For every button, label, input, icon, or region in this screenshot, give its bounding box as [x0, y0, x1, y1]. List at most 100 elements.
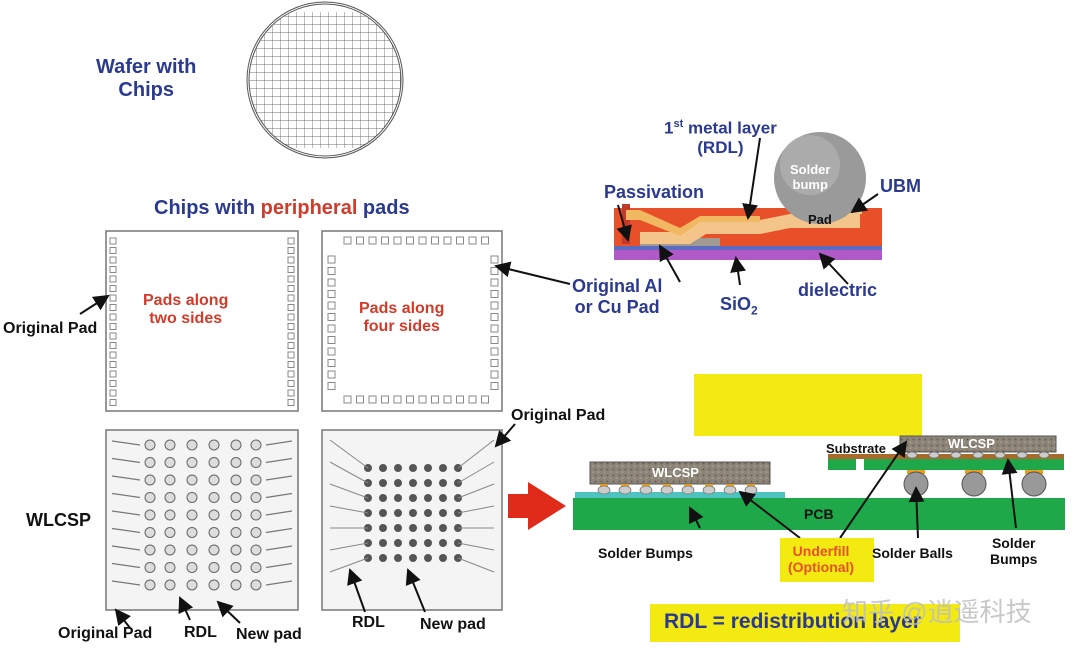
new-pad [409, 554, 417, 562]
new-pad [208, 527, 220, 538]
pad [327, 313, 336, 321]
chip-four-sides [321, 230, 503, 412]
new-pad [409, 464, 417, 472]
new-pad [394, 554, 402, 562]
new-pad [379, 539, 387, 547]
new-pad [186, 509, 198, 521]
new-pad [164, 474, 176, 486]
pad [287, 370, 295, 378]
arrow-solder-balls [908, 486, 925, 539]
caption-box [650, 604, 960, 642]
rdl-trace [111, 457, 141, 464]
rdl-trace [265, 475, 293, 481]
arrow-original-pad-left [79, 294, 110, 315]
new-pad [250, 457, 262, 468]
substrate-label: Substrate [826, 441, 886, 456]
rdl-right-label: RDL [352, 614, 385, 631]
pad [327, 382, 336, 390]
pad [109, 342, 117, 349]
pad-label: Pad [808, 212, 832, 227]
new-pad [439, 539, 447, 547]
new-pad [144, 439, 156, 451]
pad [109, 304, 117, 311]
new-pad [379, 554, 387, 562]
yellow-highlight-block [694, 374, 922, 436]
pad [327, 290, 336, 298]
pad [327, 301, 336, 310]
new-pad [186, 579, 198, 591]
new-pad [230, 509, 242, 521]
pad [287, 304, 295, 311]
pcb-label: PCB [804, 506, 834, 522]
new-pad [379, 464, 387, 472]
rdl-trace [265, 457, 293, 464]
solder-bump [1016, 451, 1028, 459]
process-arrow [508, 482, 566, 530]
rdl-trace [265, 440, 293, 446]
wlcsp-left-chip-label: WLCSP [652, 465, 699, 480]
new-pad [250, 509, 262, 521]
new-pad [394, 479, 402, 487]
pad [490, 267, 499, 275]
rdl-trace [329, 542, 369, 551]
solder-ball [961, 471, 987, 497]
solder-bump [1038, 451, 1050, 459]
new-pad [424, 539, 432, 547]
watermark: 知乎 @逍遥科技 [842, 597, 1032, 627]
rdl-trace [111, 527, 141, 534]
pad [443, 395, 452, 404]
pad [287, 275, 295, 283]
pad [431, 395, 439, 404]
pad [393, 236, 402, 245]
solder-balls-label: Solder Balls [872, 545, 953, 561]
new-pad [409, 494, 417, 502]
rdl-trace [457, 439, 495, 469]
new-pad [208, 579, 220, 591]
arrow-sio2 [730, 256, 746, 286]
rdl-left-label: RDL [184, 624, 217, 641]
pad [456, 395, 464, 404]
solder-bump [972, 451, 984, 459]
arrow-solder-bumps-left [689, 506, 704, 529]
pad [490, 313, 499, 321]
new-pad [250, 527, 262, 538]
new-pad [144, 544, 156, 556]
pad [287, 256, 295, 264]
pad [109, 361, 117, 368]
new-pad [144, 474, 156, 486]
pad [468, 395, 477, 404]
ubm-label: UBM [880, 176, 921, 196]
new-pad [208, 509, 220, 521]
pad [109, 351, 117, 359]
new-pad-left-label: New pad [236, 626, 302, 643]
wafer-graphic [246, 1, 404, 159]
new-pad [186, 562, 198, 573]
new-pad [164, 457, 176, 468]
new-pad [164, 562, 176, 573]
new-pad [186, 544, 198, 556]
new-pad [439, 524, 447, 532]
solder-bump [928, 451, 940, 459]
new-pad [208, 457, 220, 468]
pad [490, 290, 499, 298]
wlcsp-chip-right [321, 429, 503, 611]
new-pad [409, 539, 417, 547]
new-pad [379, 479, 387, 487]
pad [381, 236, 389, 245]
pad [287, 247, 295, 254]
new-pad [144, 562, 156, 573]
rdl-trace [111, 580, 141, 586]
arrow-original-pad-chip2 [494, 261, 571, 285]
pad [287, 342, 295, 349]
pad [368, 395, 377, 404]
new-pad [424, 554, 432, 562]
new-pad [394, 524, 402, 532]
pad [287, 313, 295, 321]
pad [287, 332, 295, 340]
underfill-box [780, 538, 874, 582]
solder-bump [660, 485, 674, 495]
